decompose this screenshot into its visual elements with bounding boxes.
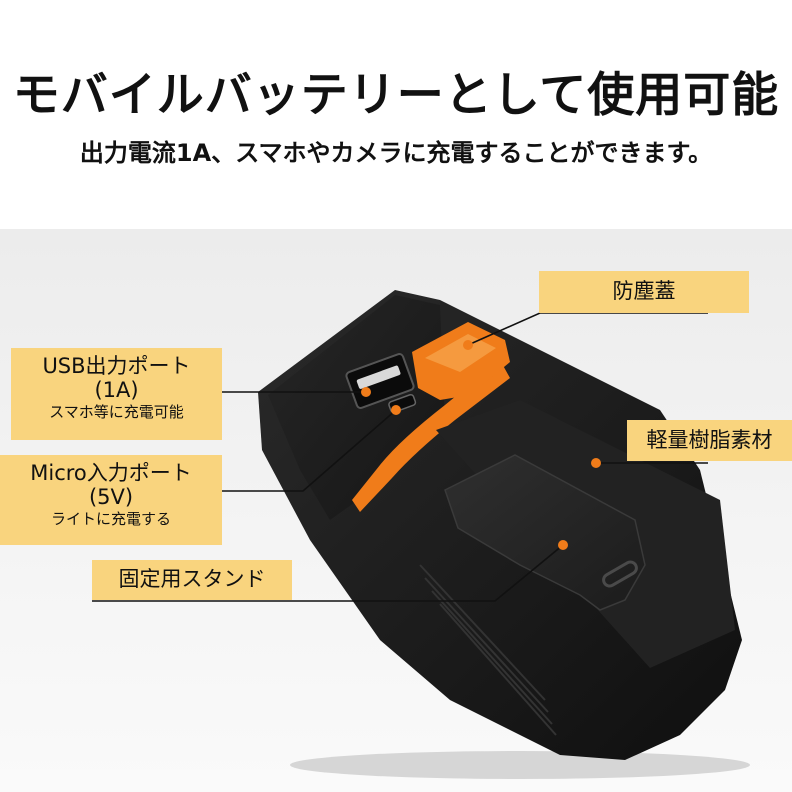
stand-clip <box>444 454 646 611</box>
callout-micro-port: Micro入力ポート (5V) ライトに充電する <box>0 455 222 545</box>
callout-usb-port: USB出力ポート (1A) スマホ等に充電可能 <box>11 348 222 440</box>
page-title: モバイルバッテリーとして使用可能 <box>12 68 780 123</box>
callout-usb-port-spec: (1A) <box>94 378 139 403</box>
callout-lines <box>92 312 708 602</box>
orange-strap <box>352 360 510 512</box>
callout-micro-port-note: ライトに充電する <box>50 510 171 529</box>
callout-material: 軽量樹脂素材 <box>627 420 792 461</box>
callout-dots <box>361 340 601 550</box>
dust-cap-highlight <box>425 334 496 372</box>
callout-dust-cap-text: 防塵蓋 <box>612 279 676 303</box>
callout-micro-port-title: Micro入力ポート <box>30 461 192 485</box>
device-shadow <box>290 751 750 779</box>
callout-micro-port-spec: (5V) <box>88 485 134 510</box>
page-subtitle: 出力電流1A、スマホやカメラに充電することができます。 <box>79 139 713 167</box>
callout-usb-port-note: スマホ等に充電可能 <box>49 403 184 422</box>
callout-material-text: 軽量樹脂素材 <box>646 428 773 452</box>
stand-clip-slot <box>602 560 638 588</box>
callout-stand-text: 固定用スタンド <box>118 567 266 591</box>
callout-dust-cap: 防塵蓋 <box>539 271 749 313</box>
callout-stand: 固定用スタンド <box>92 560 292 600</box>
usb-port-tongue <box>356 365 401 389</box>
callout-usb-port-title: USB出力ポート <box>42 354 191 378</box>
